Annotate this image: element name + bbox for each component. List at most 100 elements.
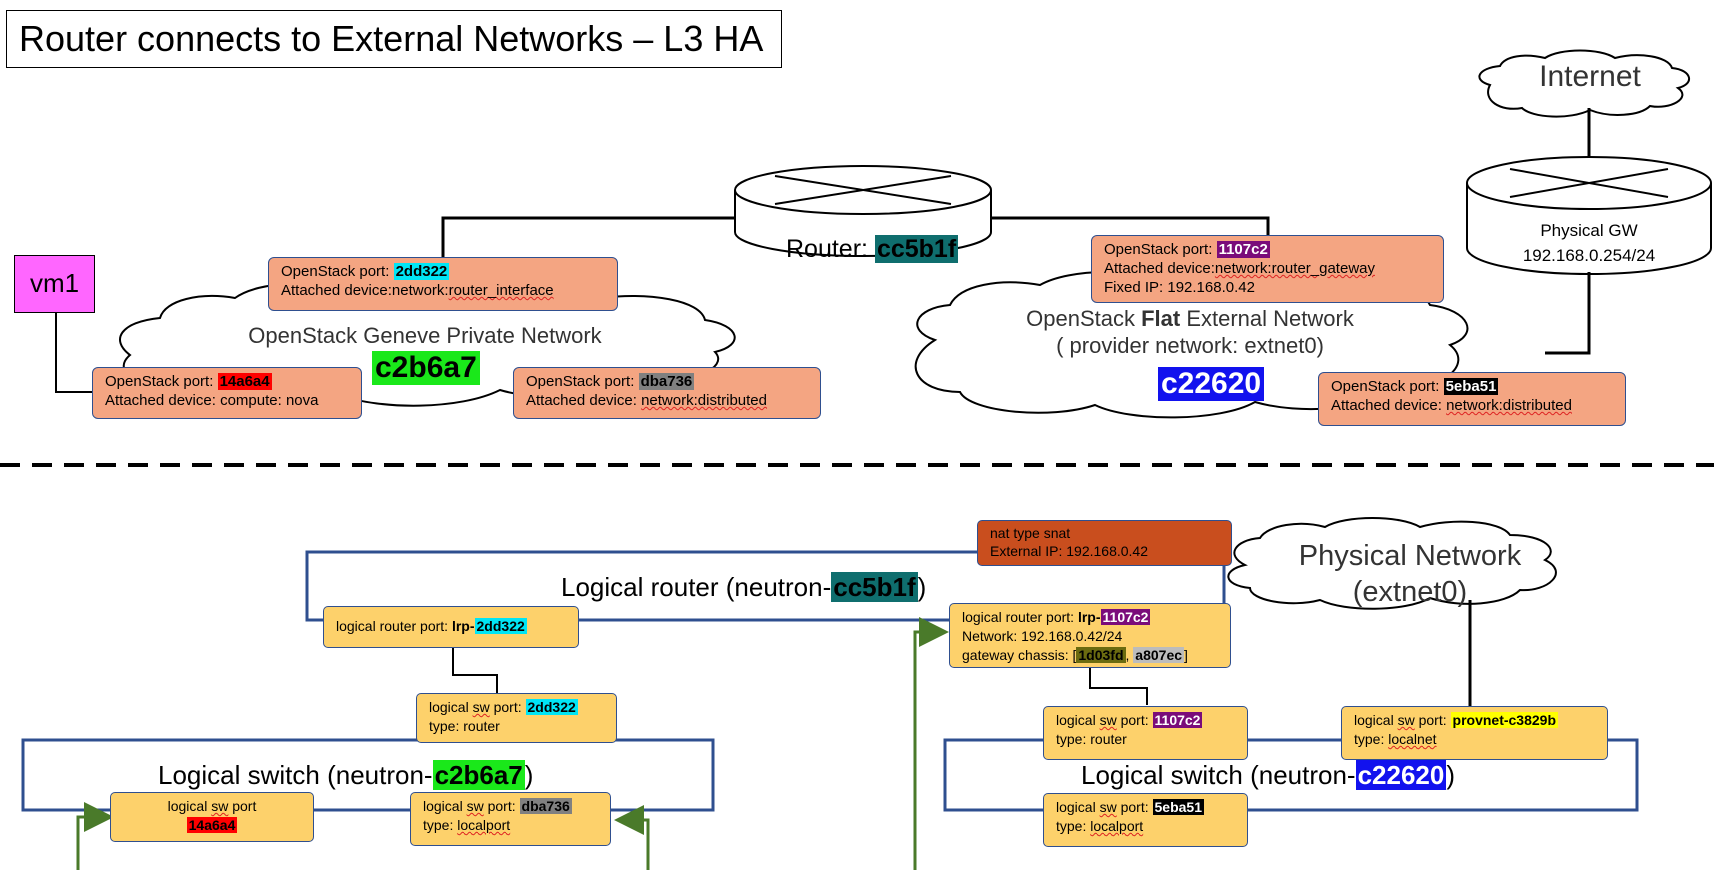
logical-router-port-private: logical router port: lrp-2dd322 — [323, 606, 579, 648]
lsp-label-a: logical — [1056, 712, 1100, 728]
attached-device-value: router_interface — [448, 282, 554, 299]
lsp-label-sw: sw — [211, 798, 229, 814]
lrp-prefix: lrp- — [451, 618, 475, 634]
logical-router-suffix: ) — [917, 572, 927, 602]
lsp-localport-private: logical sw port: dba736 type: localport — [410, 792, 611, 846]
lsp-label-c: port: — [1414, 712, 1451, 728]
physical-network-ext: (extnet0) — [1352, 576, 1468, 608]
diagram-title: Router connects to External Networks – L… — [6, 10, 782, 68]
lsp-id: dba736 — [519, 798, 572, 814]
external-network-provider: ( provider network: extnet0) — [1056, 333, 1324, 358]
lsp-label-a: logical — [423, 798, 467, 814]
lsp-label-sw: sw — [472, 699, 490, 715]
nat-type: nat type snat — [990, 525, 1071, 541]
logical-router-prefix: Logical router (neutron- — [561, 572, 832, 602]
lsp-label-sw: sw — [1397, 712, 1415, 728]
lsp-label-c: port: — [1116, 712, 1153, 728]
gateway-chassis-1: 1d03fd — [1076, 647, 1126, 663]
nat-external-ip: External IP: 192.168.0.42 — [990, 543, 1148, 559]
lsp-router-external: logical sw port: 1107c2 type: router — [1043, 706, 1248, 760]
lsp-type-label: type: — [1354, 731, 1389, 747]
port-id: 1107c2 — [1216, 241, 1270, 258]
physical-network-cloud — [1227, 517, 1557, 610]
lsp-type-value: localnet — [1388, 731, 1437, 747]
logical-router-label: Logical router (neutron-cc5b1f) — [561, 572, 926, 602]
logical-switch-external-label: Logical switch (neutron-c22620) — [1081, 760, 1455, 790]
ls-prefix: Logical switch (neutron- — [1081, 760, 1356, 790]
private-network-label: OpenStack Geneve Private Network — [248, 323, 602, 348]
external-network-flat: Flat — [1141, 306, 1181, 331]
lsp-id: provnet-c3829b — [1450, 712, 1558, 728]
logical-switch-private-label: Logical switch (neutron-c2b6a7) — [158, 760, 533, 790]
physical-network-name: Physical Network — [1298, 540, 1522, 572]
port-label: OpenStack port: — [105, 373, 218, 390]
internet-cloud — [1478, 49, 1690, 118]
lsp-type-label: type: — [1056, 818, 1091, 834]
external-network-label: OpenStack Flat External Network ( provid… — [990, 305, 1390, 359]
gateway-chassis-close: ] — [1184, 647, 1188, 663]
lsp-label-sw: sw — [466, 798, 484, 814]
attached-device-label: Attached device: — [1331, 397, 1447, 414]
ls-id: c22620 — [1355, 760, 1447, 790]
lsp-label-c: port — [228, 798, 257, 814]
lsp-id: 2dd322 — [525, 699, 578, 715]
lsp-id: 14a6a4 — [186, 817, 238, 833]
lsp-router-private: logical sw port: 2dd322 type: router — [416, 693, 617, 743]
lsp-localnet: logical sw port: provnet-c3829b type: lo… — [1341, 706, 1608, 760]
lrp-prefix: lrp- — [1077, 609, 1101, 625]
physical-network-label: Physical Network (extnet0) — [1280, 538, 1540, 610]
router-id: cc5b1f — [874, 235, 959, 263]
port-label: OpenStack port: — [526, 373, 639, 390]
port-compute: OpenStack port: 14a6a4 Attached device: … — [92, 367, 362, 419]
logical-router-port-gateway: logical router port: lrp-1107c2 Network:… — [949, 603, 1231, 668]
port-distributed-private: OpenStack port: dba736 Attached device: … — [513, 367, 821, 419]
fixed-ip: Fixed IP: 192.168.0.42 — [1104, 279, 1255, 296]
port-distributed-external: OpenStack port: 5eba51 Attached device: … — [1318, 372, 1626, 426]
lrp-network: Network: 192.168.0.42/24 — [962, 628, 1123, 644]
logical-router-id: cc5b1f — [831, 572, 918, 602]
lsp-vm: logical sw port 14a6a4 — [110, 792, 314, 842]
ls-prefix: Logical switch (neutron- — [158, 760, 433, 790]
lsp-type-value: localport — [457, 817, 511, 833]
lsp-label-a: logical — [167, 798, 212, 814]
lsp-label-sw: sw — [1099, 712, 1117, 728]
lrp-id: 1107c2 — [1100, 609, 1151, 625]
ls-id: c2b6a7 — [432, 760, 525, 790]
vm1-node: vm1 — [14, 255, 95, 313]
attached-device-value: network:router_gateway — [1214, 260, 1375, 277]
port-label: OpenStack port: — [1331, 378, 1444, 395]
lrp-label: logical router port: — [962, 609, 1078, 625]
lsp-type: type: router — [429, 718, 500, 734]
lsp-type-label: type: — [423, 817, 458, 833]
attached-device-label: Attached device: — [526, 392, 642, 409]
lsp-label-a: logical — [1354, 712, 1398, 728]
router-label: Router: cc5b1f — [786, 234, 959, 264]
physical-gw-shape — [1466, 156, 1712, 275]
internet-label: Internet — [1539, 60, 1641, 93]
lsp-type-value: localport — [1090, 818, 1144, 834]
ls-suffix: ) — [1446, 760, 1456, 790]
port-router-interface: OpenStack port: 2dd322 Attached device:n… — [268, 257, 618, 311]
lsp-id: 1107c2 — [1152, 712, 1203, 728]
lsp-label-sw: sw — [1099, 799, 1117, 815]
lsp-localport-external: logical sw port: 5eba51 type: localport — [1043, 793, 1248, 847]
external-network-id: c22620 — [1158, 367, 1265, 401]
lsp-label-c: port: — [483, 798, 520, 814]
external-network-pre: OpenStack — [1026, 306, 1142, 331]
private-network-id: c2b6a7 — [372, 351, 480, 385]
nat-info-box: nat type snat External IP: 192.168.0.42 — [977, 520, 1232, 566]
lsp-id: 5eba51 — [1152, 799, 1204, 815]
vm1-label: vm1 — [29, 268, 80, 298]
lrp-label: logical router port: — [336, 618, 452, 634]
physical-gw-name: Physical GW — [1540, 221, 1638, 240]
port-id: 5eba51 — [1443, 378, 1499, 395]
attached-device: Attached device: compute: nova — [105, 392, 319, 409]
port-id: 2dd322 — [393, 263, 450, 280]
lsp-label-a: logical — [1056, 799, 1100, 815]
attached-device-value: network:distributed — [1446, 397, 1572, 414]
lsp-label-a: logical — [429, 699, 473, 715]
external-network-post: External Network — [1180, 306, 1354, 331]
attached-device-value: network:distributed — [641, 392, 767, 409]
lsp-label-c: port: — [1116, 799, 1153, 815]
